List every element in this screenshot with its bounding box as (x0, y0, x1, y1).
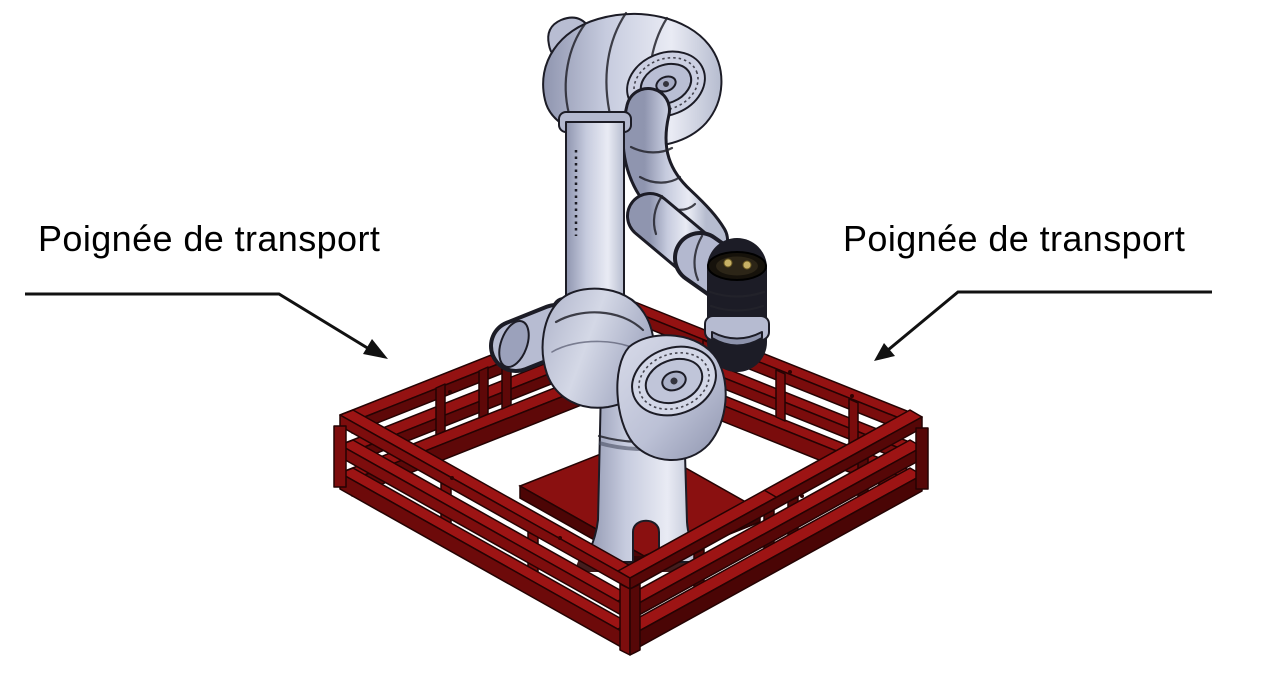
left-leader-arrow (25, 292, 388, 359)
shoulder-joint-cap (631, 345, 717, 417)
left-arrowhead-icon (363, 339, 388, 359)
left-callout-text: Poignée de transport (38, 218, 381, 259)
right-callout-text: Poignée de transport (843, 218, 1186, 259)
robot-shoulder (489, 287, 727, 461)
robot-tool-flange (704, 238, 770, 372)
right-callout-label: Poignée de transport (843, 219, 1185, 259)
transport-frame-front-illustration (333, 409, 929, 656)
right-arrowhead-icon (874, 343, 895, 361)
left-callout-label: Poignée de transport (38, 219, 380, 259)
robot-arm-illustration (489, 11, 770, 572)
right-leader-arrow (874, 290, 1212, 361)
